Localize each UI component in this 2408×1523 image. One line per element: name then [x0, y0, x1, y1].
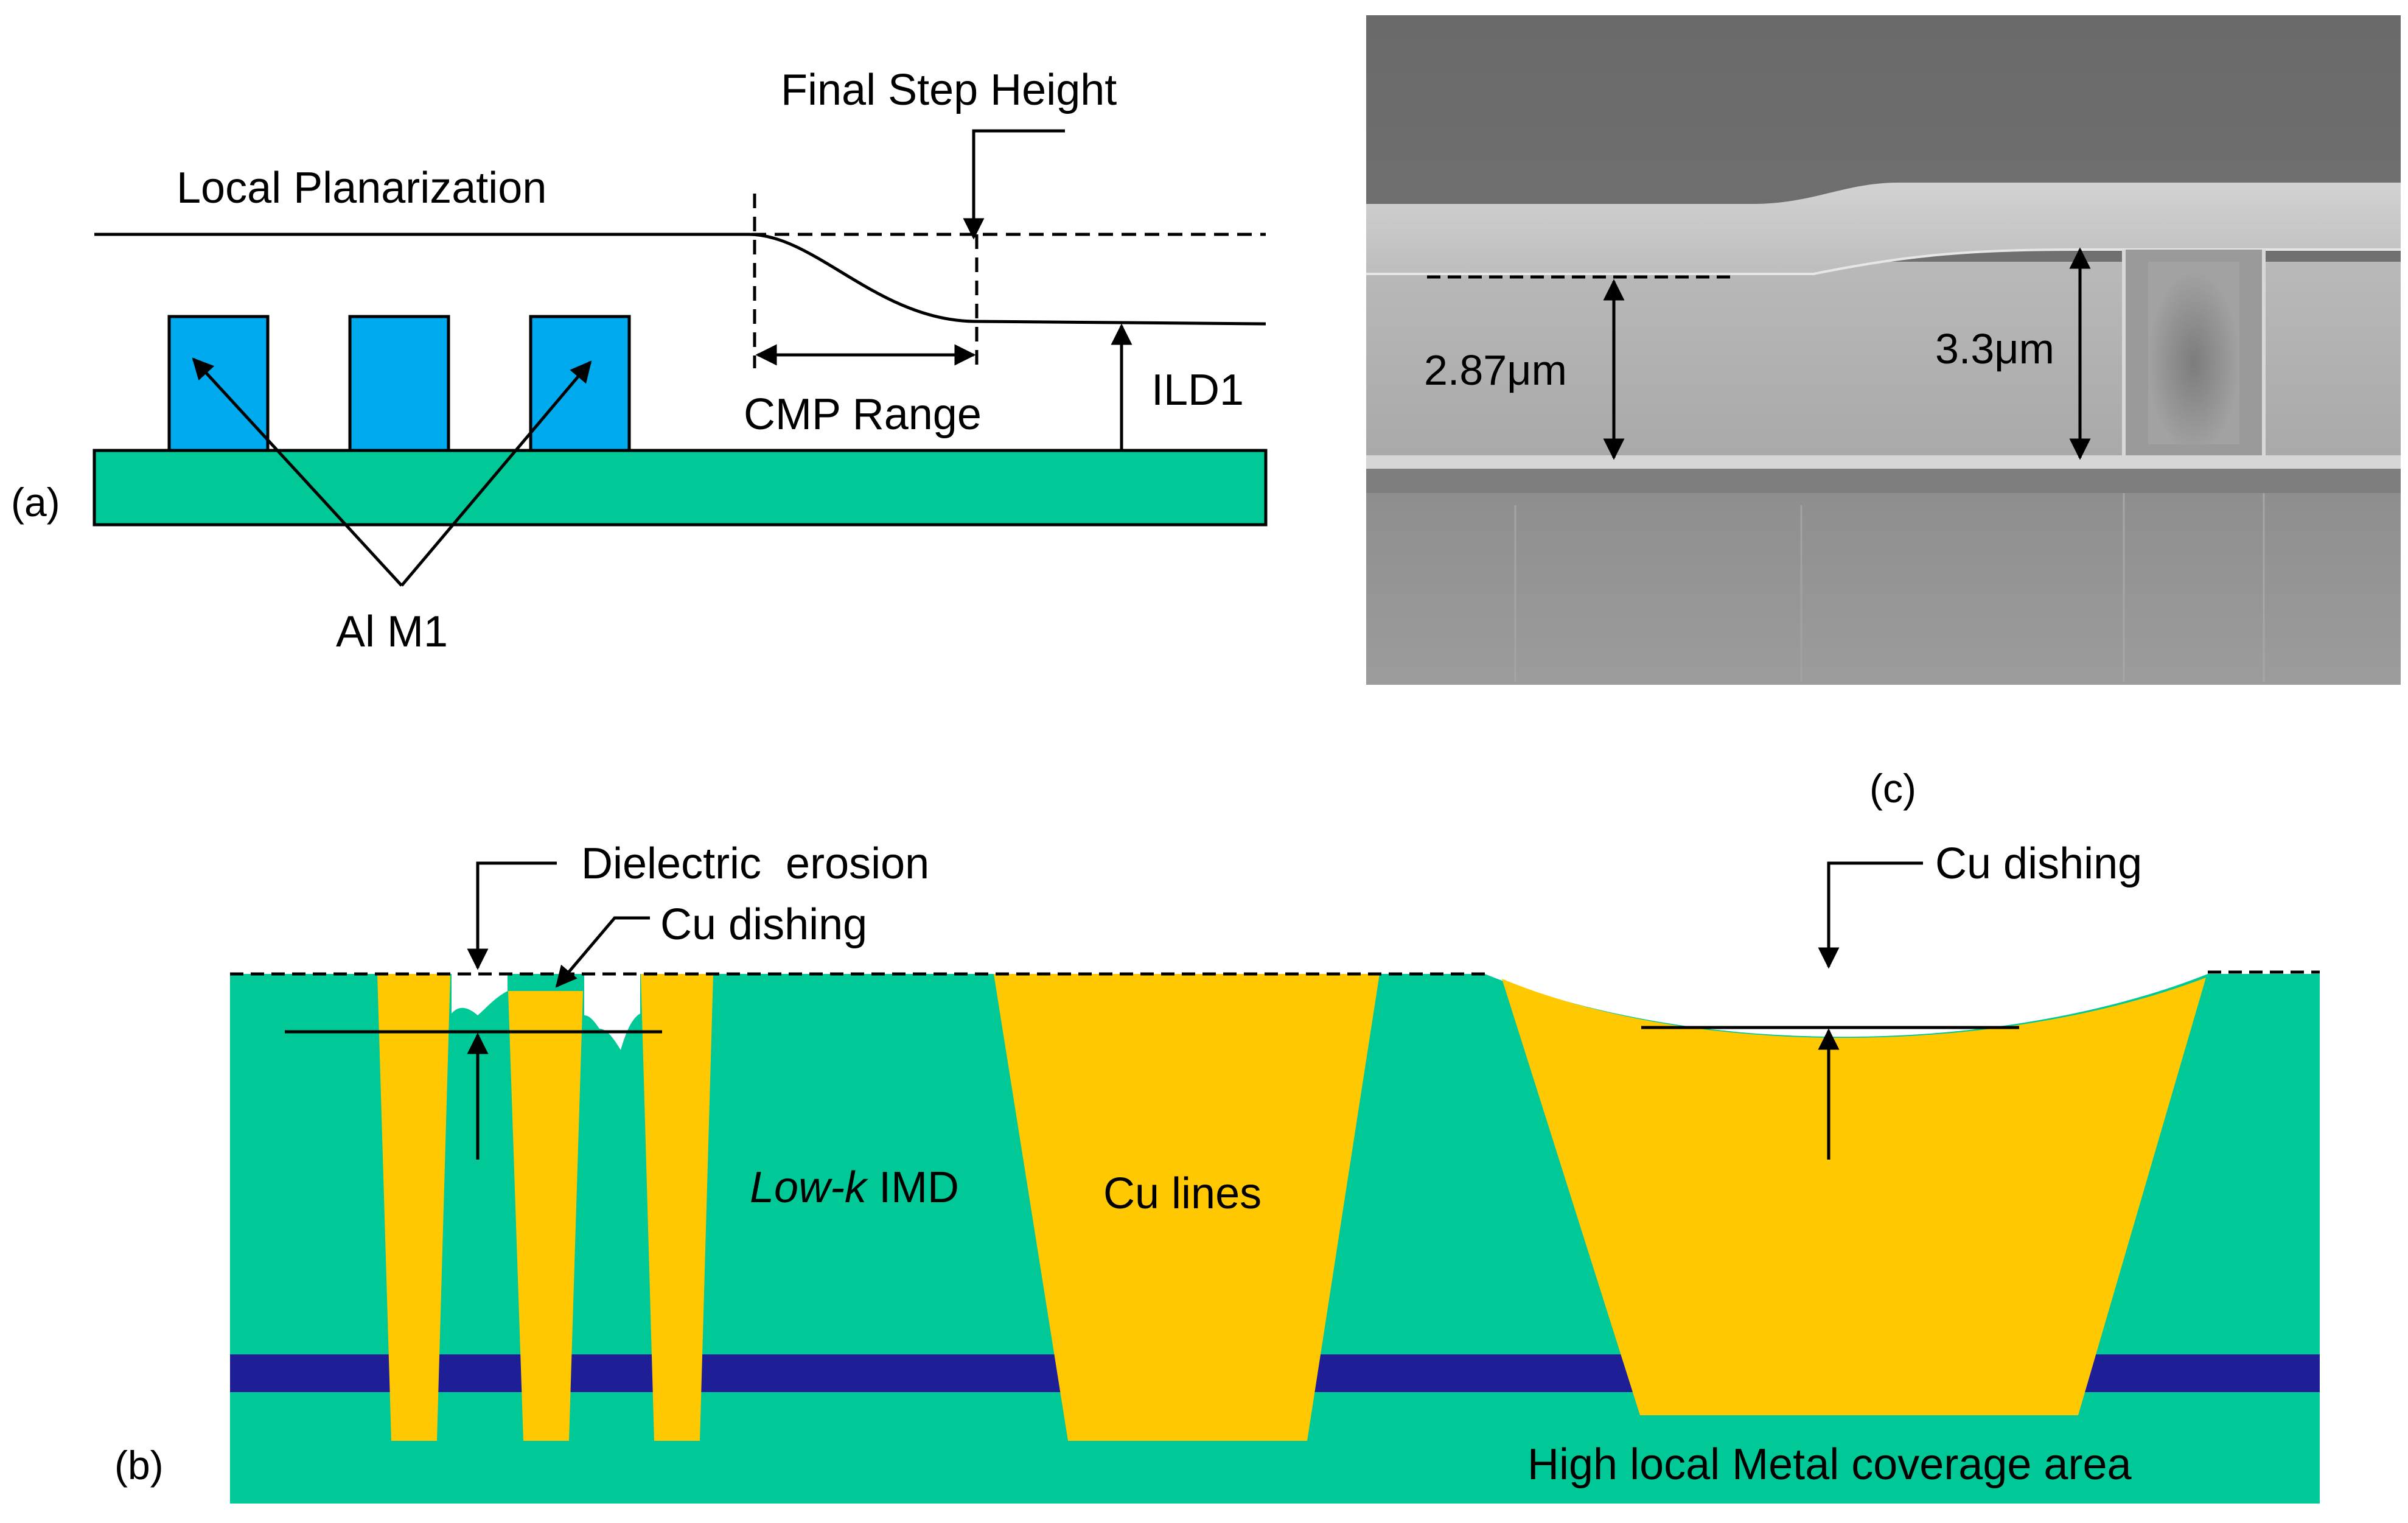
wide-cu-line [1502, 978, 2206, 1415]
lowk-imd-label: Low-k IMD [750, 1163, 959, 1212]
cu-dishing-right-label: Cu dishing [1935, 839, 2142, 888]
medium-cu-line [994, 974, 1380, 1441]
ild1-label: ILD1 [1151, 366, 1244, 415]
al-m1-label: Al M1 [336, 607, 448, 656]
lowk-italic-part: Low-k [750, 1163, 869, 1212]
narrow-cu-line-1 [377, 974, 450, 1441]
al-m1-block-2 [348, 315, 450, 452]
cu-dishing-right-leader [1818, 861, 1923, 969]
thickness-right-label: 3.3μm [1935, 325, 2054, 373]
al-m1-block-3 [529, 315, 631, 452]
local-planarization-label: Local Planarization [176, 164, 546, 212]
panel-a: Local Planarization Final Step Height CM… [11, 66, 1268, 656]
lowk-rest-part: IMD [867, 1163, 959, 1212]
narrow-cu-line-3 [641, 974, 713, 1441]
al-m1-pointer-right [400, 360, 592, 587]
dielectric-erosion-leader [467, 861, 557, 970]
al-m1-block-1 [167, 315, 270, 452]
narrow-cu-line-2 [508, 991, 583, 1441]
panel-b: Dielectric erosion Cu dishing Cu dishing… [114, 839, 2320, 1504]
planarized-surface [94, 233, 1266, 326]
panel-c-sem-image: 2.87μm 3.3μm [1366, 15, 2401, 685]
panel-c-tag: (c) [1869, 766, 1916, 811]
high-coverage-label: High local Metal coverage area [1527, 1440, 2132, 1489]
final-step-height-label: Final Step Height [781, 66, 1117, 114]
dishing-void-1 [452, 974, 508, 1015]
cu-lines-label: Cu lines [1103, 1169, 1262, 1218]
cmp-range-label: CMP Range [744, 390, 982, 439]
al-m1-pointer-left [192, 357, 403, 587]
thickness-left-label: 2.87μm [1424, 346, 1567, 394]
dielectric-erosion-label: Dielectric erosion [581, 839, 929, 888]
panel-b-tag: (b) [114, 1443, 164, 1488]
panel-a-tag: (a) [11, 480, 60, 525]
cu-dishing-left-label: Cu dishing [660, 900, 867, 949]
cu-dishing-left-leader [555, 916, 650, 988]
substrate [92, 449, 1268, 527]
final-step-height-leader [963, 129, 1065, 240]
